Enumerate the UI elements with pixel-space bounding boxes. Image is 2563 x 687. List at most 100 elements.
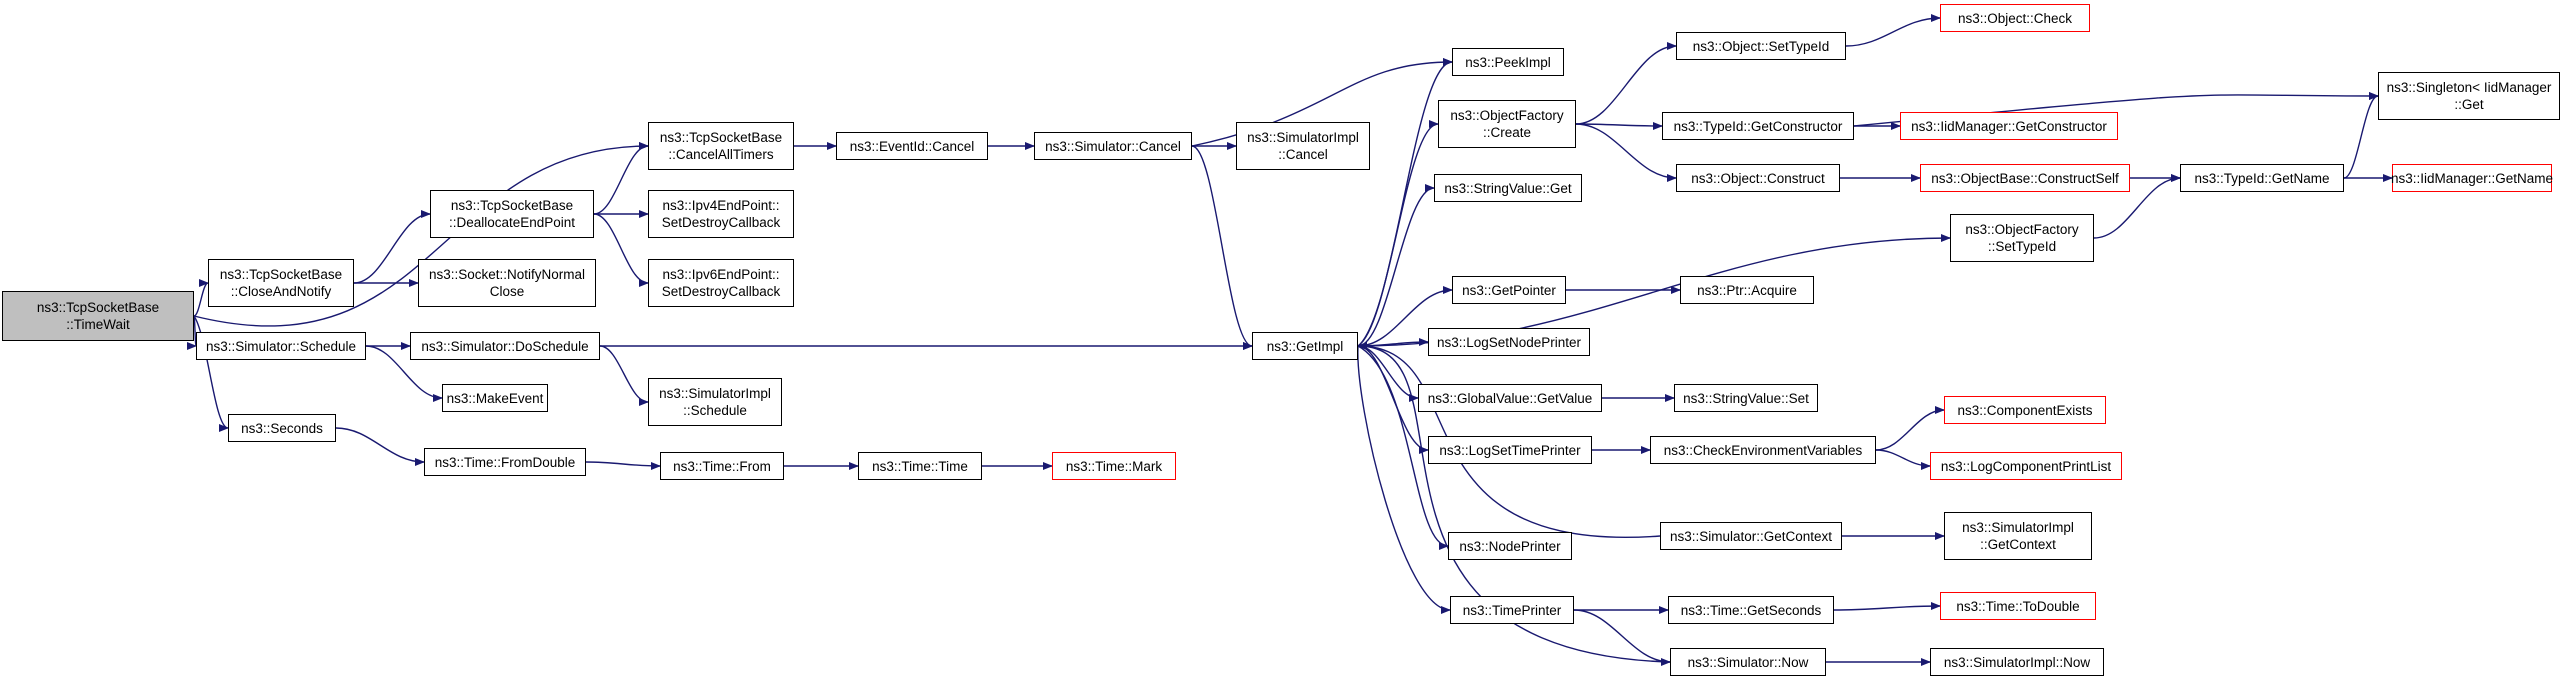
- node-objcheck[interactable]: ns3::Object::Check: [1940, 4, 2090, 32]
- node-simgetcontext[interactable]: ns3::Simulator::GetContext: [1660, 522, 1842, 550]
- node-iidgetconstructor[interactable]: ns3::IidManager::GetConstructor: [1900, 112, 2118, 140]
- node-label: ns3::Simulator::GetContext: [1669, 528, 1833, 544]
- node-ptracquire[interactable]: ns3::Ptr::Acquire: [1680, 276, 1814, 304]
- node-simimplschedule[interactable]: ns3::SimulatorImpl::Schedule: [648, 378, 782, 426]
- node-timegetseconds[interactable]: ns3::Time::GetSeconds: [1668, 596, 1834, 624]
- edge-objfactorycreate-to-typeidgetconstructor: [1575, 121, 1663, 130]
- node-simcancel[interactable]: ns3::Simulator::Cancel: [1034, 132, 1192, 160]
- node-label: ns3::SimulatorImpl: [1962, 520, 2074, 535]
- node-timetodouble[interactable]: ns3::Time::ToDouble: [1940, 592, 2096, 620]
- node-label: ns3::TypeId::GetConstructor: [1673, 118, 1843, 134]
- node-label: ns3::ObjectFactory: [1450, 108, 1564, 123]
- node-objfactorysettypeid[interactable]: ns3::ObjectFactory::SetTypeId: [1950, 214, 2094, 262]
- edge-timewait-to-cancelalltimers: [193, 142, 649, 327]
- node-label: ns3::Object::Check: [1957, 10, 2073, 26]
- edge-objfactorysettypeid-to-typeidgetname: [2093, 174, 2181, 239]
- node-iidgetname[interactable]: ns3::IidManager::GetName: [2390, 164, 2554, 192]
- node-label: ::Schedule: [683, 403, 747, 418]
- node-globalvaluegetvalue[interactable]: ns3::GlobalValue::GetValue: [1418, 384, 1602, 412]
- node-getpointer[interactable]: ns3::GetPointer: [1452, 276, 1566, 304]
- node-label: ns3::Ipv6EndPoint::: [662, 267, 780, 282]
- node-label: ns3::EventId::Cancel: [849, 138, 975, 154]
- node-ipv6setdestroy[interactable]: ns3::Ipv6EndPoint::SetDestroyCallback: [648, 259, 794, 307]
- node-logsetnodeprinter[interactable]: ns3::LogSetNodePrinter: [1428, 328, 1590, 356]
- node-typeidgetconstructor[interactable]: ns3::TypeId::GetConstructor: [1662, 112, 1854, 140]
- node-label: ::CancelAllTimers: [668, 147, 774, 162]
- node-label: Close: [489, 284, 525, 299]
- node-label: ::CloseAndNotify: [230, 284, 332, 299]
- edge-simnow-to-getimpl: [1357, 342, 1671, 663]
- node-label: ns3::Socket::NotifyNormal: [428, 267, 586, 282]
- node-objfactorycreate[interactable]: ns3::ObjectFactory::Create: [1438, 100, 1576, 148]
- node-label: ns3::Simulator::Now: [1687, 654, 1809, 670]
- node-nodeprinter[interactable]: ns3::NodePrinter: [1448, 532, 1572, 560]
- node-cancelalltimers[interactable]: ns3::TcpSocketBase::CancelAllTimers: [648, 122, 794, 170]
- node-deallocateendpoint[interactable]: ns3::TcpSocketBase::DeallocateEndPoint: [430, 190, 594, 238]
- node-label: ns3::PeekImpl: [1465, 54, 1551, 70]
- edge-checkenv-to-logcomponentprintlist: [1875, 449, 1931, 470]
- edge-timefromdouble-to-timefrom: [585, 461, 661, 470]
- node-makeevent[interactable]: ns3::MakeEvent: [442, 384, 548, 412]
- edge-timewait-to-seconds: [193, 315, 229, 432]
- node-getimpl[interactable]: ns3::GetImpl: [1252, 332, 1358, 360]
- node-timewait[interactable]: ns3::TcpSocketBase::TimeWait: [2, 291, 194, 341]
- edge-checkenv-to-componentexists: [1875, 406, 1945, 451]
- node-componentexists[interactable]: ns3::ComponentExists: [1944, 396, 2106, 424]
- node-peekimpl[interactable]: ns3::PeekImpl: [1452, 48, 1564, 76]
- node-label: ::SetTypeId: [1987, 239, 2057, 254]
- node-label: ns3::Time::GetSeconds: [1680, 602, 1822, 618]
- node-label: ns3::SimulatorImpl::Now: [1943, 654, 2091, 670]
- node-label: ns3::Time::From: [673, 458, 771, 474]
- edge-timeprinter-to-simnow: [1573, 609, 1671, 666]
- node-label: ::Cancel: [1278, 147, 1328, 162]
- node-checkenv[interactable]: ns3::CheckEnvironmentVariables: [1650, 436, 1876, 464]
- node-label: ns3::TypeId::GetName: [2194, 170, 2330, 186]
- node-simdoschedule[interactable]: ns3::Simulator::DoSchedule: [410, 332, 600, 360]
- node-logsettimeprinter[interactable]: ns3::LogSetTimePrinter: [1428, 436, 1592, 464]
- node-label: ::TimeWait: [66, 317, 130, 332]
- node-label: ::DeallocateEndPoint: [448, 215, 576, 230]
- node-ipv4setdestroy[interactable]: ns3::Ipv4EndPoint::SetDestroyCallback: [648, 190, 794, 238]
- node-label: ::Create: [1482, 125, 1532, 140]
- node-simschedule[interactable]: ns3::Simulator::Schedule: [196, 332, 366, 360]
- node-label: ns3::TimePrinter: [1462, 602, 1562, 618]
- node-seconds[interactable]: ns3::Seconds: [228, 414, 336, 442]
- node-objconstruct[interactable]: ns3::Object::Construct: [1676, 164, 1840, 192]
- node-label: ns3::Time::Mark: [1065, 458, 1163, 474]
- node-label: ns3::TcpSocketBase: [450, 198, 574, 213]
- node-label: ns3::Time::Time: [872, 458, 968, 474]
- edge-objfactorycreate-to-objsettypeid: [1575, 42, 1677, 125]
- node-timemark[interactable]: ns3::Time::Mark: [1052, 452, 1176, 480]
- node-label: ns3::GlobalValue::GetValue: [1427, 390, 1593, 406]
- node-label: ns3::IidManager::GetName: [2390, 170, 2554, 186]
- node-label: ns3::CheckEnvironmentVariables: [1663, 442, 1863, 458]
- node-label: ns3::TcpSocketBase: [659, 130, 783, 145]
- node-simimplcancel[interactable]: ns3::SimulatorImpl::Cancel: [1236, 122, 1370, 170]
- node-simimplnow[interactable]: ns3::SimulatorImpl::Now: [1930, 648, 2104, 676]
- node-simimplgetcontext[interactable]: ns3::SimulatorImpl::GetContext: [1944, 512, 2092, 560]
- node-typeidgetname[interactable]: ns3::TypeId::GetName: [2180, 164, 2344, 192]
- node-label: ns3::Object::Construct: [1691, 170, 1825, 186]
- node-closeandnotify[interactable]: ns3::TcpSocketBase::CloseAndNotify: [208, 259, 354, 307]
- node-label: ns3::Simulator::Cancel: [1045, 138, 1181, 154]
- node-label: ns3::LogSetTimePrinter: [1439, 442, 1581, 458]
- node-label: ns3::StringValue::Get: [1444, 180, 1572, 196]
- node-simnow[interactable]: ns3::Simulator::Now: [1670, 648, 1826, 676]
- node-constructself[interactable]: ns3::ObjectBase::ConstructSelf: [1920, 164, 2130, 192]
- node-eventidcancel[interactable]: ns3::EventId::Cancel: [836, 132, 988, 160]
- node-singletonget[interactable]: ns3::Singleton< IidManager::Get: [2378, 72, 2560, 120]
- node-logcomponentprintlist[interactable]: ns3::LogComponentPrintList: [1930, 452, 2122, 480]
- node-objsettypeid[interactable]: ns3::Object::SetTypeId: [1676, 32, 1846, 60]
- node-label: ns3::GetPointer: [1462, 282, 1556, 298]
- edge-seconds-to-timefromdouble: [335, 427, 425, 466]
- edge-timegetseconds-to-timetodouble: [1833, 602, 1941, 611]
- node-timeprinter[interactable]: ns3::TimePrinter: [1450, 596, 1574, 624]
- edge-objfactorycreate-to-objconstruct: [1575, 123, 1677, 182]
- node-timefrom[interactable]: ns3::Time::From: [660, 452, 784, 480]
- edge-objsettypeid-to-objcheck: [1845, 14, 1941, 47]
- node-stringvalueset[interactable]: ns3::StringValue::Set: [1674, 384, 1818, 412]
- node-timetime[interactable]: ns3::Time::Time: [858, 452, 982, 480]
- node-stringvalueget[interactable]: ns3::StringValue::Get: [1434, 174, 1582, 202]
- node-timefromdouble[interactable]: ns3::Time::FromDouble: [424, 448, 586, 476]
